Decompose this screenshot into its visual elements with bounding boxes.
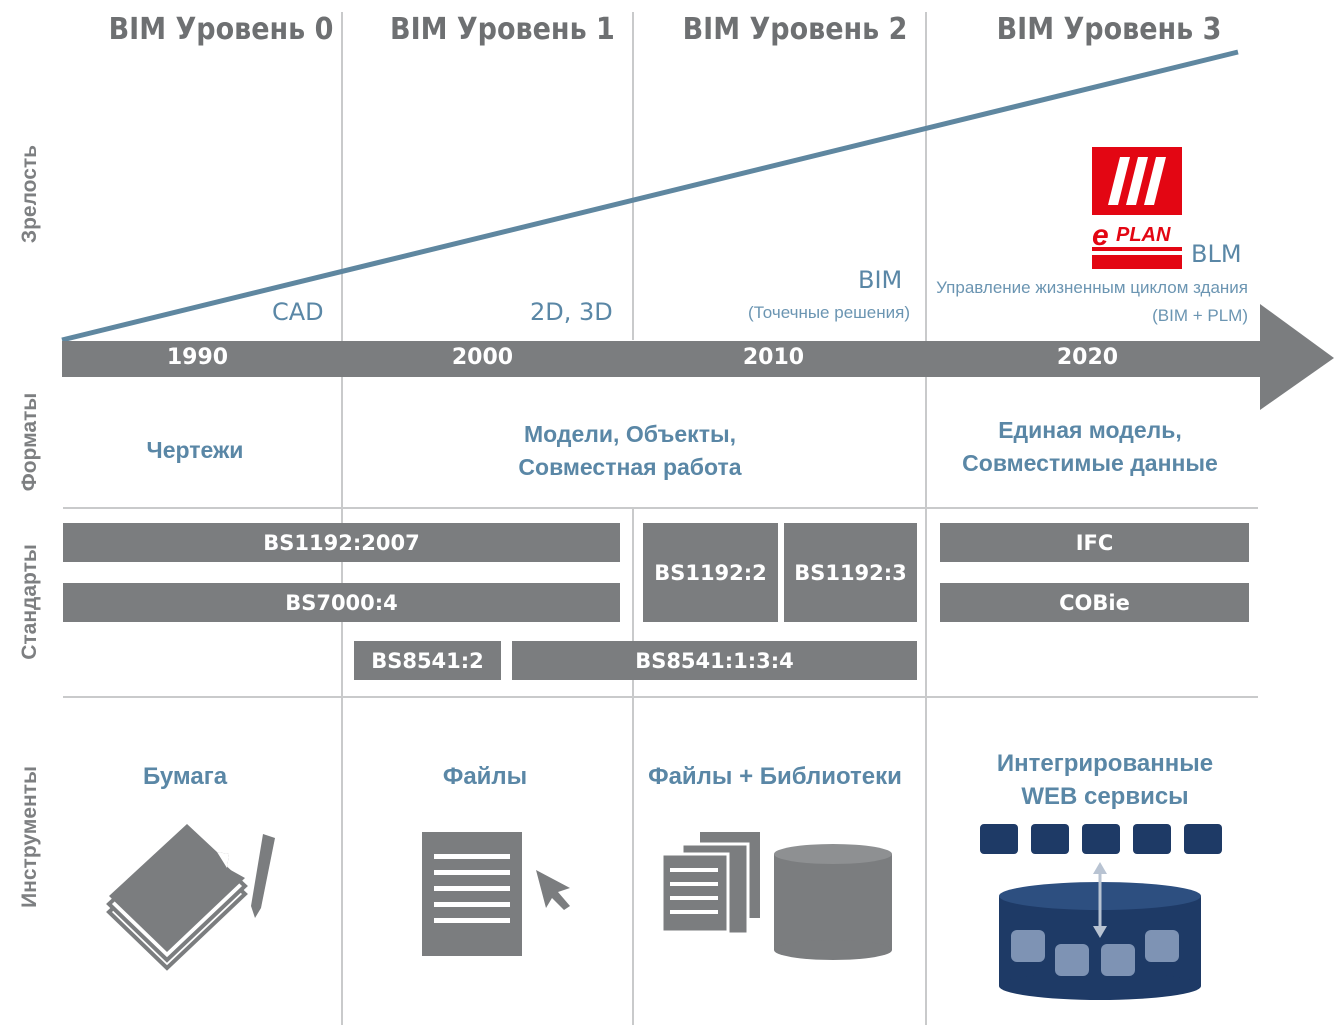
format-drawings: Чертежи bbox=[146, 437, 244, 463]
eplan-logo: e PLAN bbox=[1092, 147, 1182, 269]
tool-files: Файлы bbox=[442, 763, 528, 790]
standard-bs7000-4: BS7000:4 bbox=[63, 583, 620, 622]
service-block bbox=[1082, 824, 1120, 854]
maturity-line bbox=[61, 49, 1239, 343]
tech-label-cad: CAD bbox=[272, 298, 324, 326]
tech-label-blm-note-2: (BIM + PLM) bbox=[1152, 306, 1248, 325]
tech-label-blm-note-1: Управление жизненным циклом здания bbox=[936, 278, 1248, 297]
cursor-arrow-icon bbox=[536, 870, 570, 910]
paper-stack-icon bbox=[106, 824, 275, 971]
tool-files-libraries: Файлы + Библиотеки bbox=[648, 763, 902, 790]
service-block bbox=[1133, 824, 1171, 854]
level-2-heading: BIM Уровень 2 bbox=[682, 12, 908, 47]
standard-bs8541-2: BS8541:2 bbox=[354, 641, 501, 680]
tech-label-bim-note: (Точечные решения) bbox=[748, 303, 910, 322]
service-block bbox=[980, 824, 1018, 854]
level-3-heading: BIM Уровень 3 bbox=[996, 12, 1222, 47]
standard-bs1192-3: BS1192:3 bbox=[784, 523, 917, 622]
timeline-bar bbox=[62, 341, 1262, 377]
files-database-icon bbox=[660, 832, 892, 960]
timeline-arrowhead bbox=[1260, 304, 1334, 410]
svg-text:PLAN: PLAN bbox=[1116, 224, 1171, 246]
side-label-maturity: Зрелость bbox=[18, 144, 41, 244]
format-models-line2: Совместная работа bbox=[518, 454, 742, 480]
standard-ifc: IFC bbox=[940, 523, 1249, 562]
level-1-heading: BIM Уровень 1 bbox=[390, 12, 615, 47]
year-1990: 1990 bbox=[166, 345, 229, 370]
standard-cobie: COBie bbox=[940, 583, 1249, 622]
level-0-heading: BIM Уровень 0 bbox=[108, 12, 334, 47]
year-2000: 2000 bbox=[451, 345, 514, 370]
svg-text:e: e bbox=[1092, 219, 1109, 252]
service-block bbox=[1031, 824, 1069, 854]
standard-bs1192-2007: BS1192:2007 bbox=[63, 523, 620, 562]
format-models-line1: Модели, Объекты, bbox=[524, 421, 736, 447]
service-block bbox=[1184, 824, 1222, 854]
tech-label-blm: BLM bbox=[1191, 240, 1242, 268]
year-2020: 2020 bbox=[1056, 345, 1119, 370]
tech-label-2d3d: 2D, 3D bbox=[530, 298, 613, 326]
format-single-model-line2: Совместимые данные bbox=[962, 450, 1218, 476]
file-document-icon bbox=[422, 832, 570, 956]
standard-bs8541-134: BS8541:1:3:4 bbox=[512, 641, 917, 680]
tool-web-line2: WEB сервисы bbox=[1021, 783, 1189, 810]
format-single-model-line1: Единая модель, bbox=[998, 417, 1182, 443]
side-label-tools: Инструменты bbox=[18, 766, 41, 908]
standard-bs1192-2: BS1192:2 bbox=[643, 523, 778, 622]
tool-web-line1: Интегрированные bbox=[996, 750, 1214, 777]
tech-label-bim: BIM bbox=[858, 266, 903, 294]
side-label-standards: Стандарты bbox=[18, 544, 41, 660]
tool-paper: Бумага bbox=[142, 763, 228, 790]
year-2010: 2010 bbox=[742, 345, 805, 370]
web-services-icon bbox=[980, 824, 1222, 1000]
